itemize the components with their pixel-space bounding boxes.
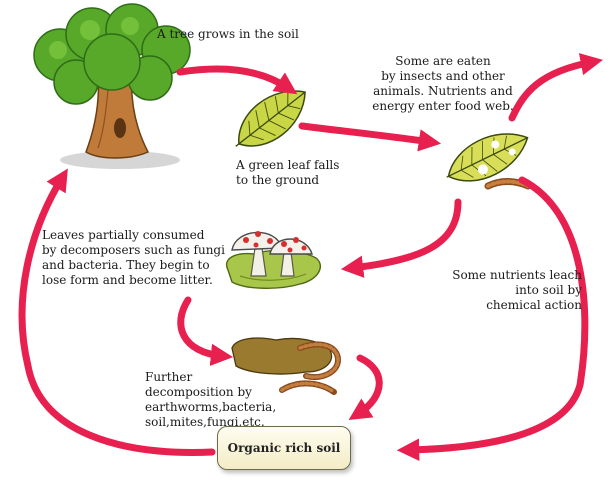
organic-rich-soil-label: Organic rich soil [227,441,341,455]
arrow-to-food-web [508,53,603,122]
green-leaf-icon [235,90,306,147]
tree-label: A tree grows in the soil [157,27,299,41]
food-web-label: Some are eaten by insects and other anim… [372,54,514,113]
arrow-to-earthworms [177,296,234,367]
litter-icon [225,249,321,289]
decomposers-label: Leaves partially consumed by decomposers… [42,228,225,287]
leaf-falls-label: A green leaf falls to the ground [236,158,340,187]
arrow-to-decomposers [340,198,462,278]
earthworm-icon [231,337,342,395]
arrow-soil-to-tree [18,168,216,456]
leach-label: Some nutrients leach into soil by chemic… [452,268,582,312]
tree-icon [33,3,191,169]
arrow-tree-to-leaf [176,65,298,95]
mushroom-icon [231,231,313,277]
organic-rich-soil-box: Organic rich soil [217,426,351,470]
arrow-worms-to-soil [348,354,383,421]
further-decomposition-label: Further decomposition by earthworms,bact… [145,370,277,429]
arrow-leaf-to-eaten-leaf [298,122,442,152]
eaten-leaf-icon [446,133,529,182]
arrow-leach-to-soil [396,176,589,461]
